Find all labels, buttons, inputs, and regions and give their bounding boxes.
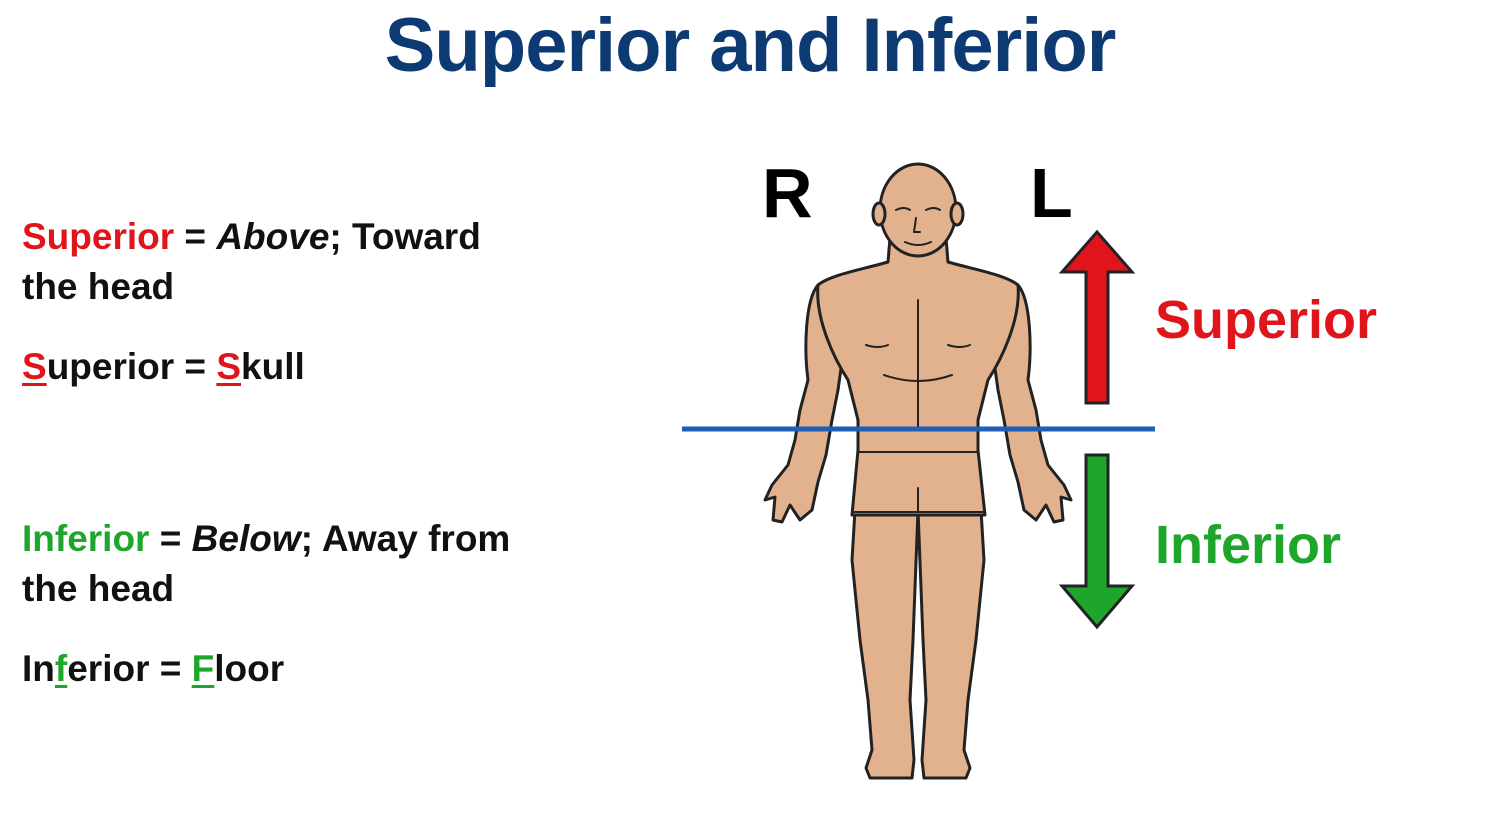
superior-arrow-label: Superior — [1155, 290, 1378, 350]
superior-description-line1: ; Toward — [329, 216, 481, 257]
inferior-arrow-icon — [1058, 453, 1136, 630]
mnemonic-word: erior — [67, 648, 150, 689]
equals-sign: = — [149, 648, 192, 689]
inferior-definition: Inferior = Below; Away from the head — [22, 514, 510, 614]
mnemonic-word: uperior — [46, 346, 175, 387]
mnemonic-highlight-letter: f — [54, 648, 68, 689]
mnemonic-highlight-letter: S — [22, 346, 47, 387]
inferior-description-line2: the head — [22, 568, 175, 609]
mnemonic-word: kull — [241, 346, 305, 387]
inferior-arrow-label: Inferior — [1155, 515, 1342, 575]
equals-sign: = — [149, 518, 192, 559]
left-side-label: L — [1030, 154, 1073, 232]
page-title: Superior and Inferior — [384, 3, 1117, 88]
superior-description-line2: the head — [22, 266, 175, 307]
inferior-term: Inferior — [22, 518, 150, 559]
mnemonic-highlight-letter: F — [191, 648, 215, 689]
superior-term: Superior — [22, 216, 175, 257]
superior-definition: Superior = Above; Toward the head — [22, 212, 481, 312]
inferior-mnemonic: Inferior = Floor — [22, 644, 284, 694]
superior-meaning: Above — [216, 216, 330, 257]
mnemonic-highlight-letter: S — [216, 346, 242, 387]
human-body-figure — [763, 162, 1073, 780]
superior-arrow-icon — [1058, 229, 1136, 405]
superior-mnemonic: Superior = Skull — [22, 342, 305, 392]
inferior-description-line1: ; Away from — [300, 518, 511, 559]
equals-sign: = — [174, 346, 217, 387]
mnemonic-word: In — [22, 648, 55, 689]
mnemonic-word: loor — [214, 648, 285, 689]
right-side-label: R — [762, 154, 813, 232]
inferior-meaning: Below — [191, 518, 301, 559]
equals-sign: = — [174, 216, 217, 257]
